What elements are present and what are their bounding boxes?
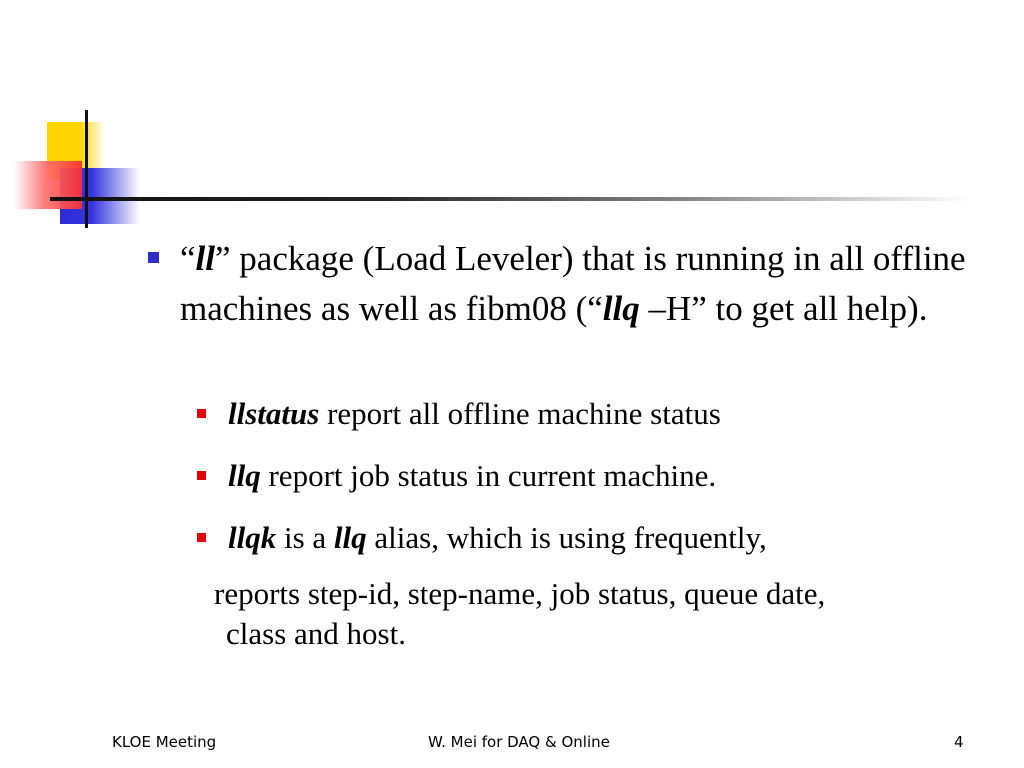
bullet-square-icon	[148, 252, 159, 263]
sub-bullet-square-icon	[197, 533, 206, 542]
command-llqk: llqk	[228, 520, 277, 555]
command-llq: llq	[333, 520, 367, 555]
sub-bullet-llqk: llqk is a llq alias, which is using freq…	[228, 520, 767, 555]
logo-red-square	[14, 161, 82, 209]
title-divider-line	[50, 197, 970, 201]
sub-bullet-llq: llq report job status in current machine…	[228, 458, 717, 493]
command-llstatus: llstatus	[228, 396, 320, 431]
command-ll: ll	[195, 239, 215, 278]
command-llq: llq	[228, 458, 261, 493]
sub-bullet-square-icon	[197, 409, 206, 418]
logo-vertical-line	[85, 110, 88, 228]
footer-author: W. Mei for DAQ & Online	[428, 733, 610, 751]
footer-meeting: KLOE Meeting	[112, 733, 217, 751]
llqk-description-line1: reports step-id, step-name, job status, …	[214, 576, 826, 611]
sub-bullet-square-icon	[197, 471, 206, 480]
sub-bullet-llstatus: llstatus report all offline machine stat…	[228, 396, 721, 431]
llqk-description: reports step-id, step-name, job status, …	[214, 574, 1014, 654]
bullet-item-ll-package: “ll” package (Load Leveler) that is runn…	[180, 239, 966, 328]
page-number: 4	[954, 733, 964, 751]
command-llq: llq	[602, 289, 640, 328]
llqk-description-line2: class and host.	[226, 616, 406, 651]
